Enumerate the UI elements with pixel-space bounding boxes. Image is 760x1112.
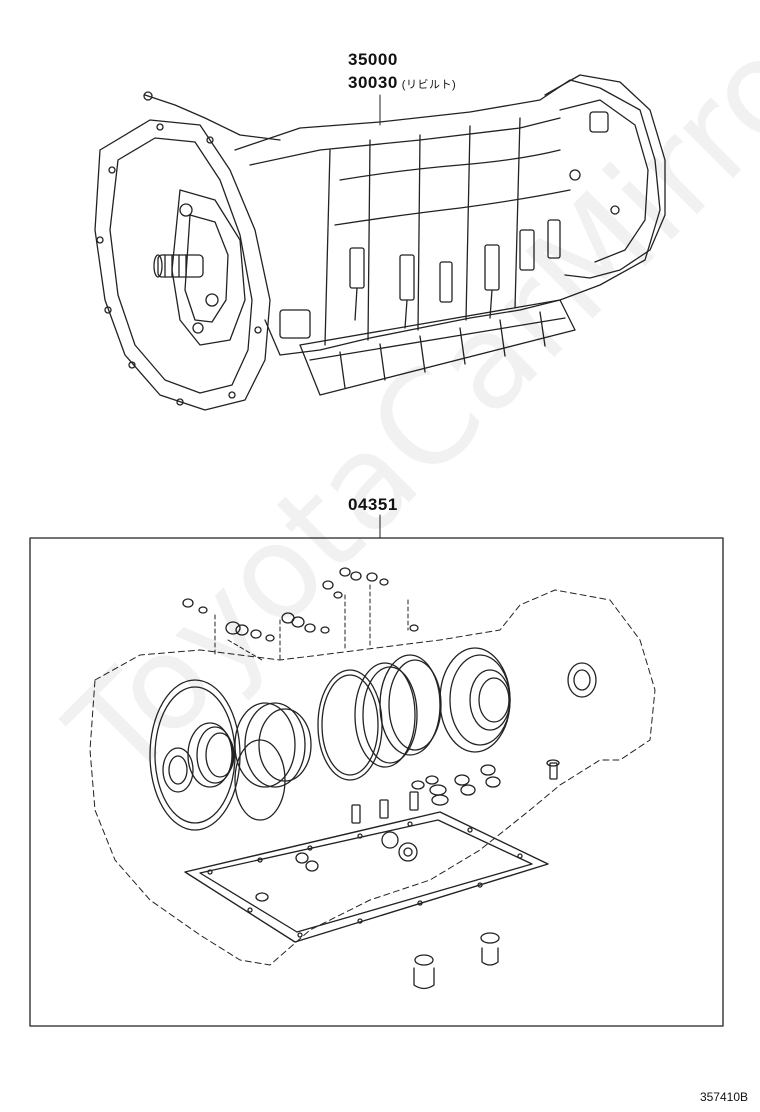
- part-number-35000: 35000: [348, 50, 398, 69]
- overhaul-kit-illustration: [89, 567, 656, 990]
- diagram-id: 357410B: [699, 1090, 748, 1104]
- overhaul-kit-frame: [29, 537, 724, 1027]
- rebuilt-note: (リビルト): [401, 79, 457, 91]
- part-number-04351: 04351: [348, 495, 398, 514]
- part-number-30030: 30030: [348, 73, 398, 92]
- transmission-assembly-illustration: [94, 74, 666, 411]
- part-number-30030-row: 30030(リビルト): [348, 73, 456, 93]
